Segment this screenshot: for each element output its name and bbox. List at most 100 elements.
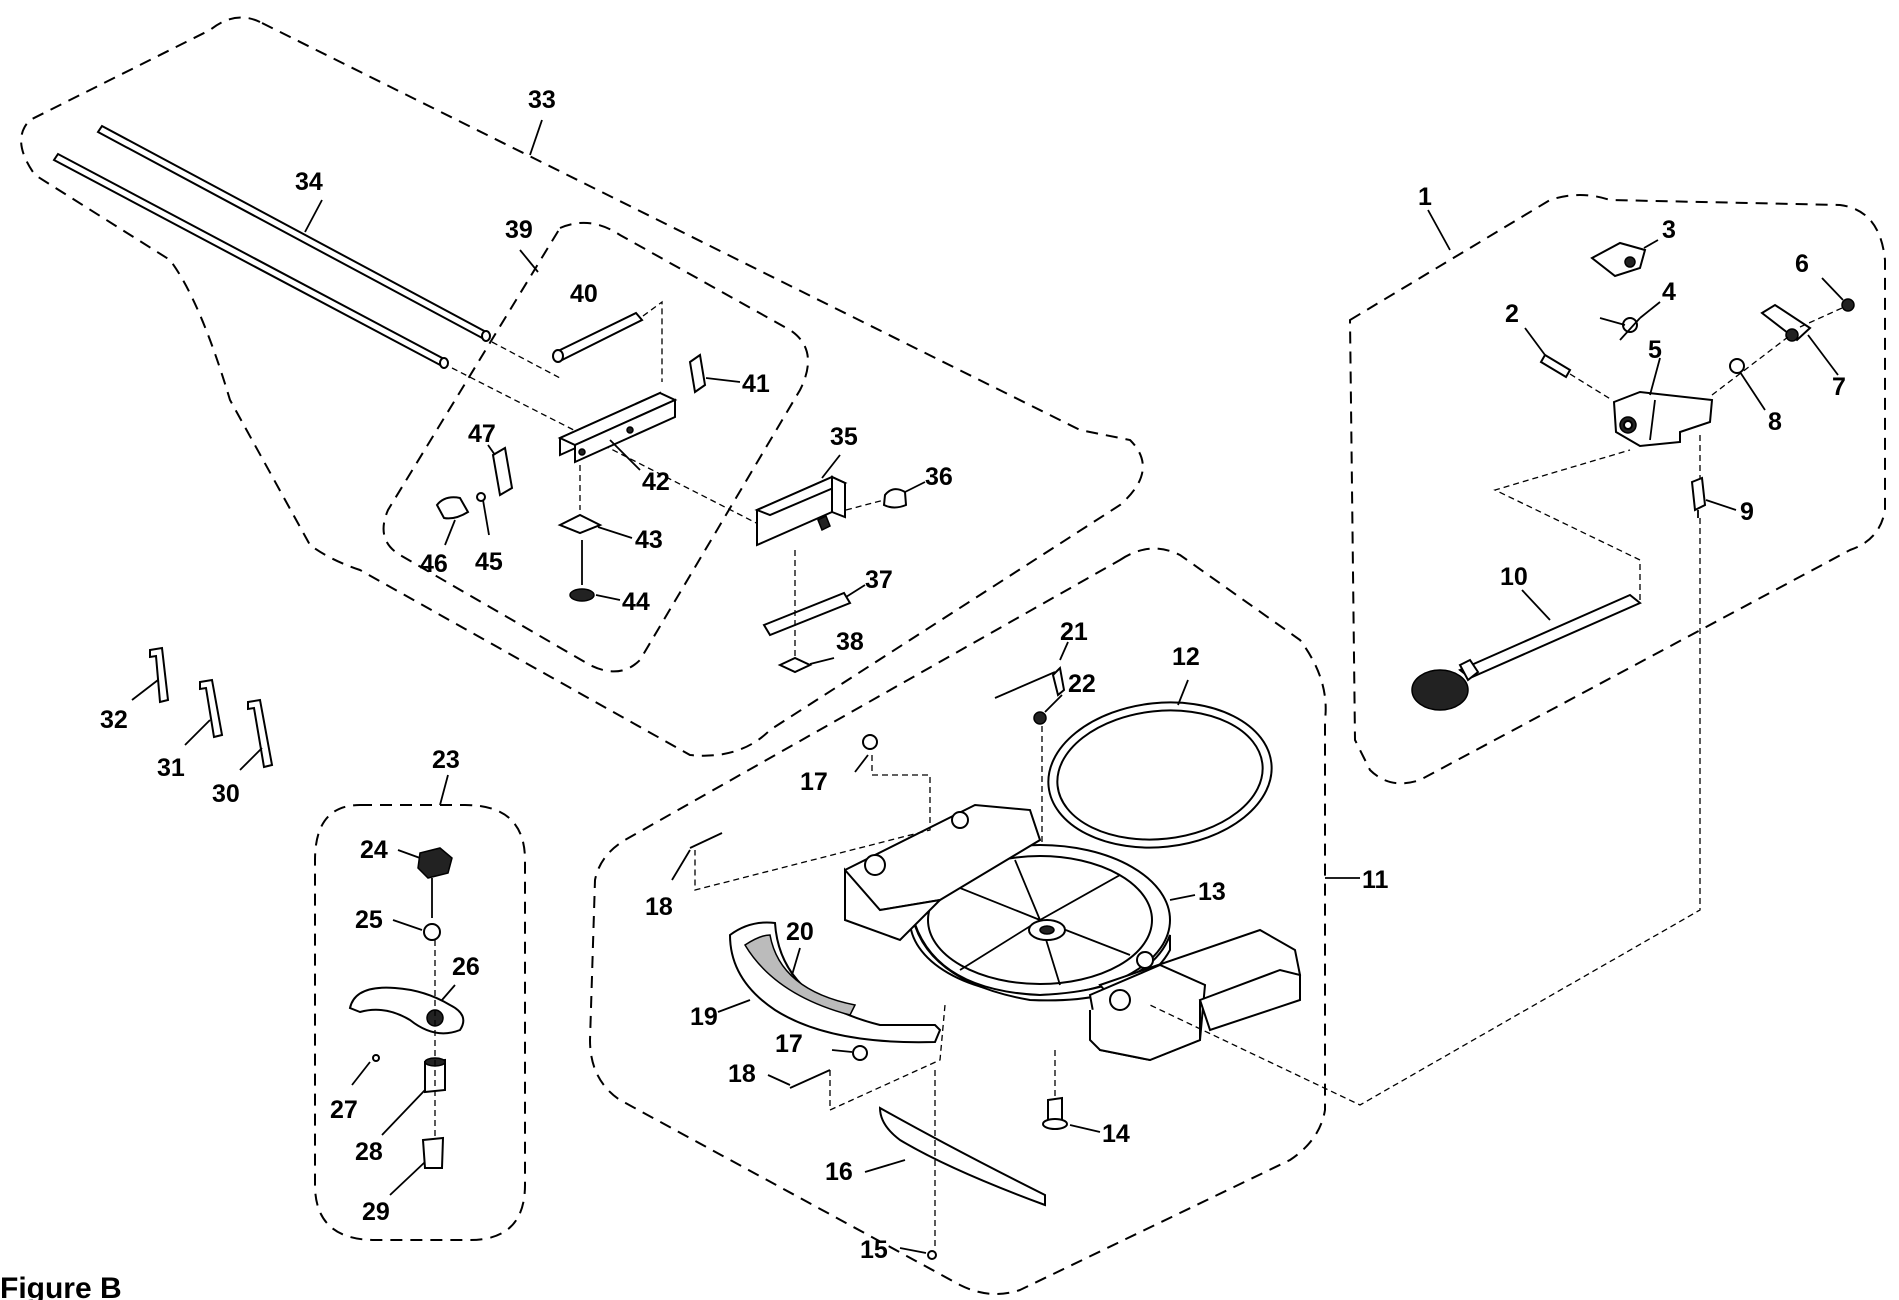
part-10-handle bbox=[1411, 593, 1642, 711]
label-5: 5 bbox=[1648, 336, 1662, 364]
part-41-clip bbox=[688, 353, 707, 394]
part-12-ring bbox=[1047, 701, 1273, 849]
leader-13 bbox=[1169, 894, 1196, 901]
leader-46 bbox=[444, 519, 456, 546]
leader-26 bbox=[441, 984, 456, 1001]
leader-1 bbox=[1427, 209, 1451, 251]
leader-4 bbox=[1639, 301, 1661, 319]
label-11: 11 bbox=[1362, 866, 1389, 894]
part-27-pin bbox=[372, 1054, 380, 1062]
leader-31 bbox=[184, 719, 211, 746]
label-10: 10 bbox=[1500, 563, 1528, 591]
label-6: 6 bbox=[1795, 250, 1809, 278]
leader-35 bbox=[821, 454, 841, 479]
label-18-top: 18 bbox=[645, 893, 673, 921]
part-25-washer bbox=[423, 923, 441, 941]
leader-34 bbox=[304, 199, 323, 233]
leader-41 bbox=[705, 377, 741, 383]
leader-10 bbox=[1521, 589, 1551, 621]
part-18-screw-top bbox=[689, 832, 723, 849]
leader-7 bbox=[1807, 334, 1839, 376]
leader-36 bbox=[904, 481, 926, 493]
part-7-plate bbox=[1760, 303, 1812, 342]
leader-19 bbox=[717, 999, 751, 1013]
leader-14 bbox=[1069, 1124, 1101, 1133]
leader-6 bbox=[1821, 277, 1844, 301]
leader-2 bbox=[1524, 327, 1546, 356]
label-28: 28 bbox=[355, 1138, 383, 1166]
label-20: 20 bbox=[786, 918, 814, 946]
label-16: 16 bbox=[825, 1158, 853, 1186]
leader-18-top bbox=[671, 849, 691, 881]
leader-22 bbox=[1044, 694, 1063, 713]
label-22: 22 bbox=[1068, 670, 1096, 698]
label-43: 43 bbox=[635, 526, 663, 554]
part-22-washer bbox=[1033, 711, 1047, 725]
part-21-screw bbox=[994, 671, 1056, 699]
part-16-detent-plate bbox=[878, 1106, 1046, 1207]
axis-17-top bbox=[694, 755, 931, 891]
label-15: 15 bbox=[860, 1236, 888, 1264]
part-9-set-screw bbox=[1690, 476, 1707, 518]
label-37: 37 bbox=[865, 566, 893, 594]
part-42-block bbox=[557, 391, 678, 464]
part-34-fence-rods bbox=[52, 124, 491, 369]
label-25: 25 bbox=[355, 906, 383, 934]
part-43-wing-nut bbox=[557, 513, 603, 535]
label-18-bottom: 18 bbox=[728, 1060, 756, 1088]
label-46: 46 bbox=[420, 550, 448, 578]
part-17-washer-bottom bbox=[852, 1045, 868, 1061]
group-33-outline bbox=[20, 16, 1144, 757]
leader-27 bbox=[351, 1061, 371, 1086]
part-19-scale bbox=[728, 921, 942, 1044]
figure-caption: Figure B bbox=[0, 1272, 122, 1300]
part-17-washer-top bbox=[862, 734, 878, 750]
leader-25 bbox=[392, 919, 423, 931]
axis-2 bbox=[1569, 373, 1613, 401]
leader-17-top bbox=[854, 754, 869, 773]
part-13-turntable bbox=[909, 844, 1171, 1002]
leader-12 bbox=[1177, 679, 1189, 706]
group-11-outline bbox=[588, 547, 1327, 1295]
axis-40 bbox=[642, 300, 663, 382]
leader-18-bottom bbox=[767, 1074, 791, 1086]
part-37-clamp bbox=[762, 591, 852, 637]
leader-39 bbox=[519, 249, 539, 273]
part-15-screw bbox=[927, 1250, 937, 1260]
label-30: 30 bbox=[212, 780, 240, 808]
part-32-hex-key bbox=[149, 646, 170, 704]
axis-rod-upper bbox=[491, 341, 561, 379]
label-40: 40 bbox=[570, 280, 598, 308]
leader-8 bbox=[1739, 371, 1766, 411]
label-29: 29 bbox=[362, 1198, 390, 1226]
leader-15 bbox=[899, 1247, 927, 1254]
label-14: 14 bbox=[1102, 1120, 1130, 1148]
leader-44 bbox=[595, 594, 621, 601]
part-35-fence-bracket bbox=[754, 475, 848, 547]
label-13: 13 bbox=[1198, 878, 1226, 906]
axis-17-bottom bbox=[829, 1004, 946, 1112]
leader-33 bbox=[529, 119, 543, 156]
part-47-plate bbox=[491, 446, 514, 497]
label-24: 24 bbox=[360, 836, 388, 864]
leader-38 bbox=[809, 657, 835, 665]
part-3-hub bbox=[1624, 256, 1636, 268]
group-23-outline bbox=[314, 804, 526, 1241]
leader-29 bbox=[389, 1161, 426, 1196]
label-1: 1 bbox=[1418, 183, 1432, 211]
label-39: 39 bbox=[505, 216, 533, 244]
leader-24 bbox=[397, 849, 421, 859]
label-45: 45 bbox=[475, 548, 503, 576]
axis-8 bbox=[1711, 336, 1789, 396]
label-36: 36 bbox=[925, 463, 953, 491]
leader-42 bbox=[609, 439, 641, 471]
part-11-base bbox=[843, 803, 1302, 1062]
leader-5 bbox=[1649, 357, 1661, 396]
label-27: 27 bbox=[330, 1096, 358, 1124]
part-30-hex-key bbox=[247, 698, 274, 769]
label-42: 42 bbox=[642, 468, 670, 496]
group-1-outline bbox=[1348, 194, 1886, 785]
label-26: 26 bbox=[452, 953, 480, 981]
label-41: 41 bbox=[742, 370, 770, 398]
